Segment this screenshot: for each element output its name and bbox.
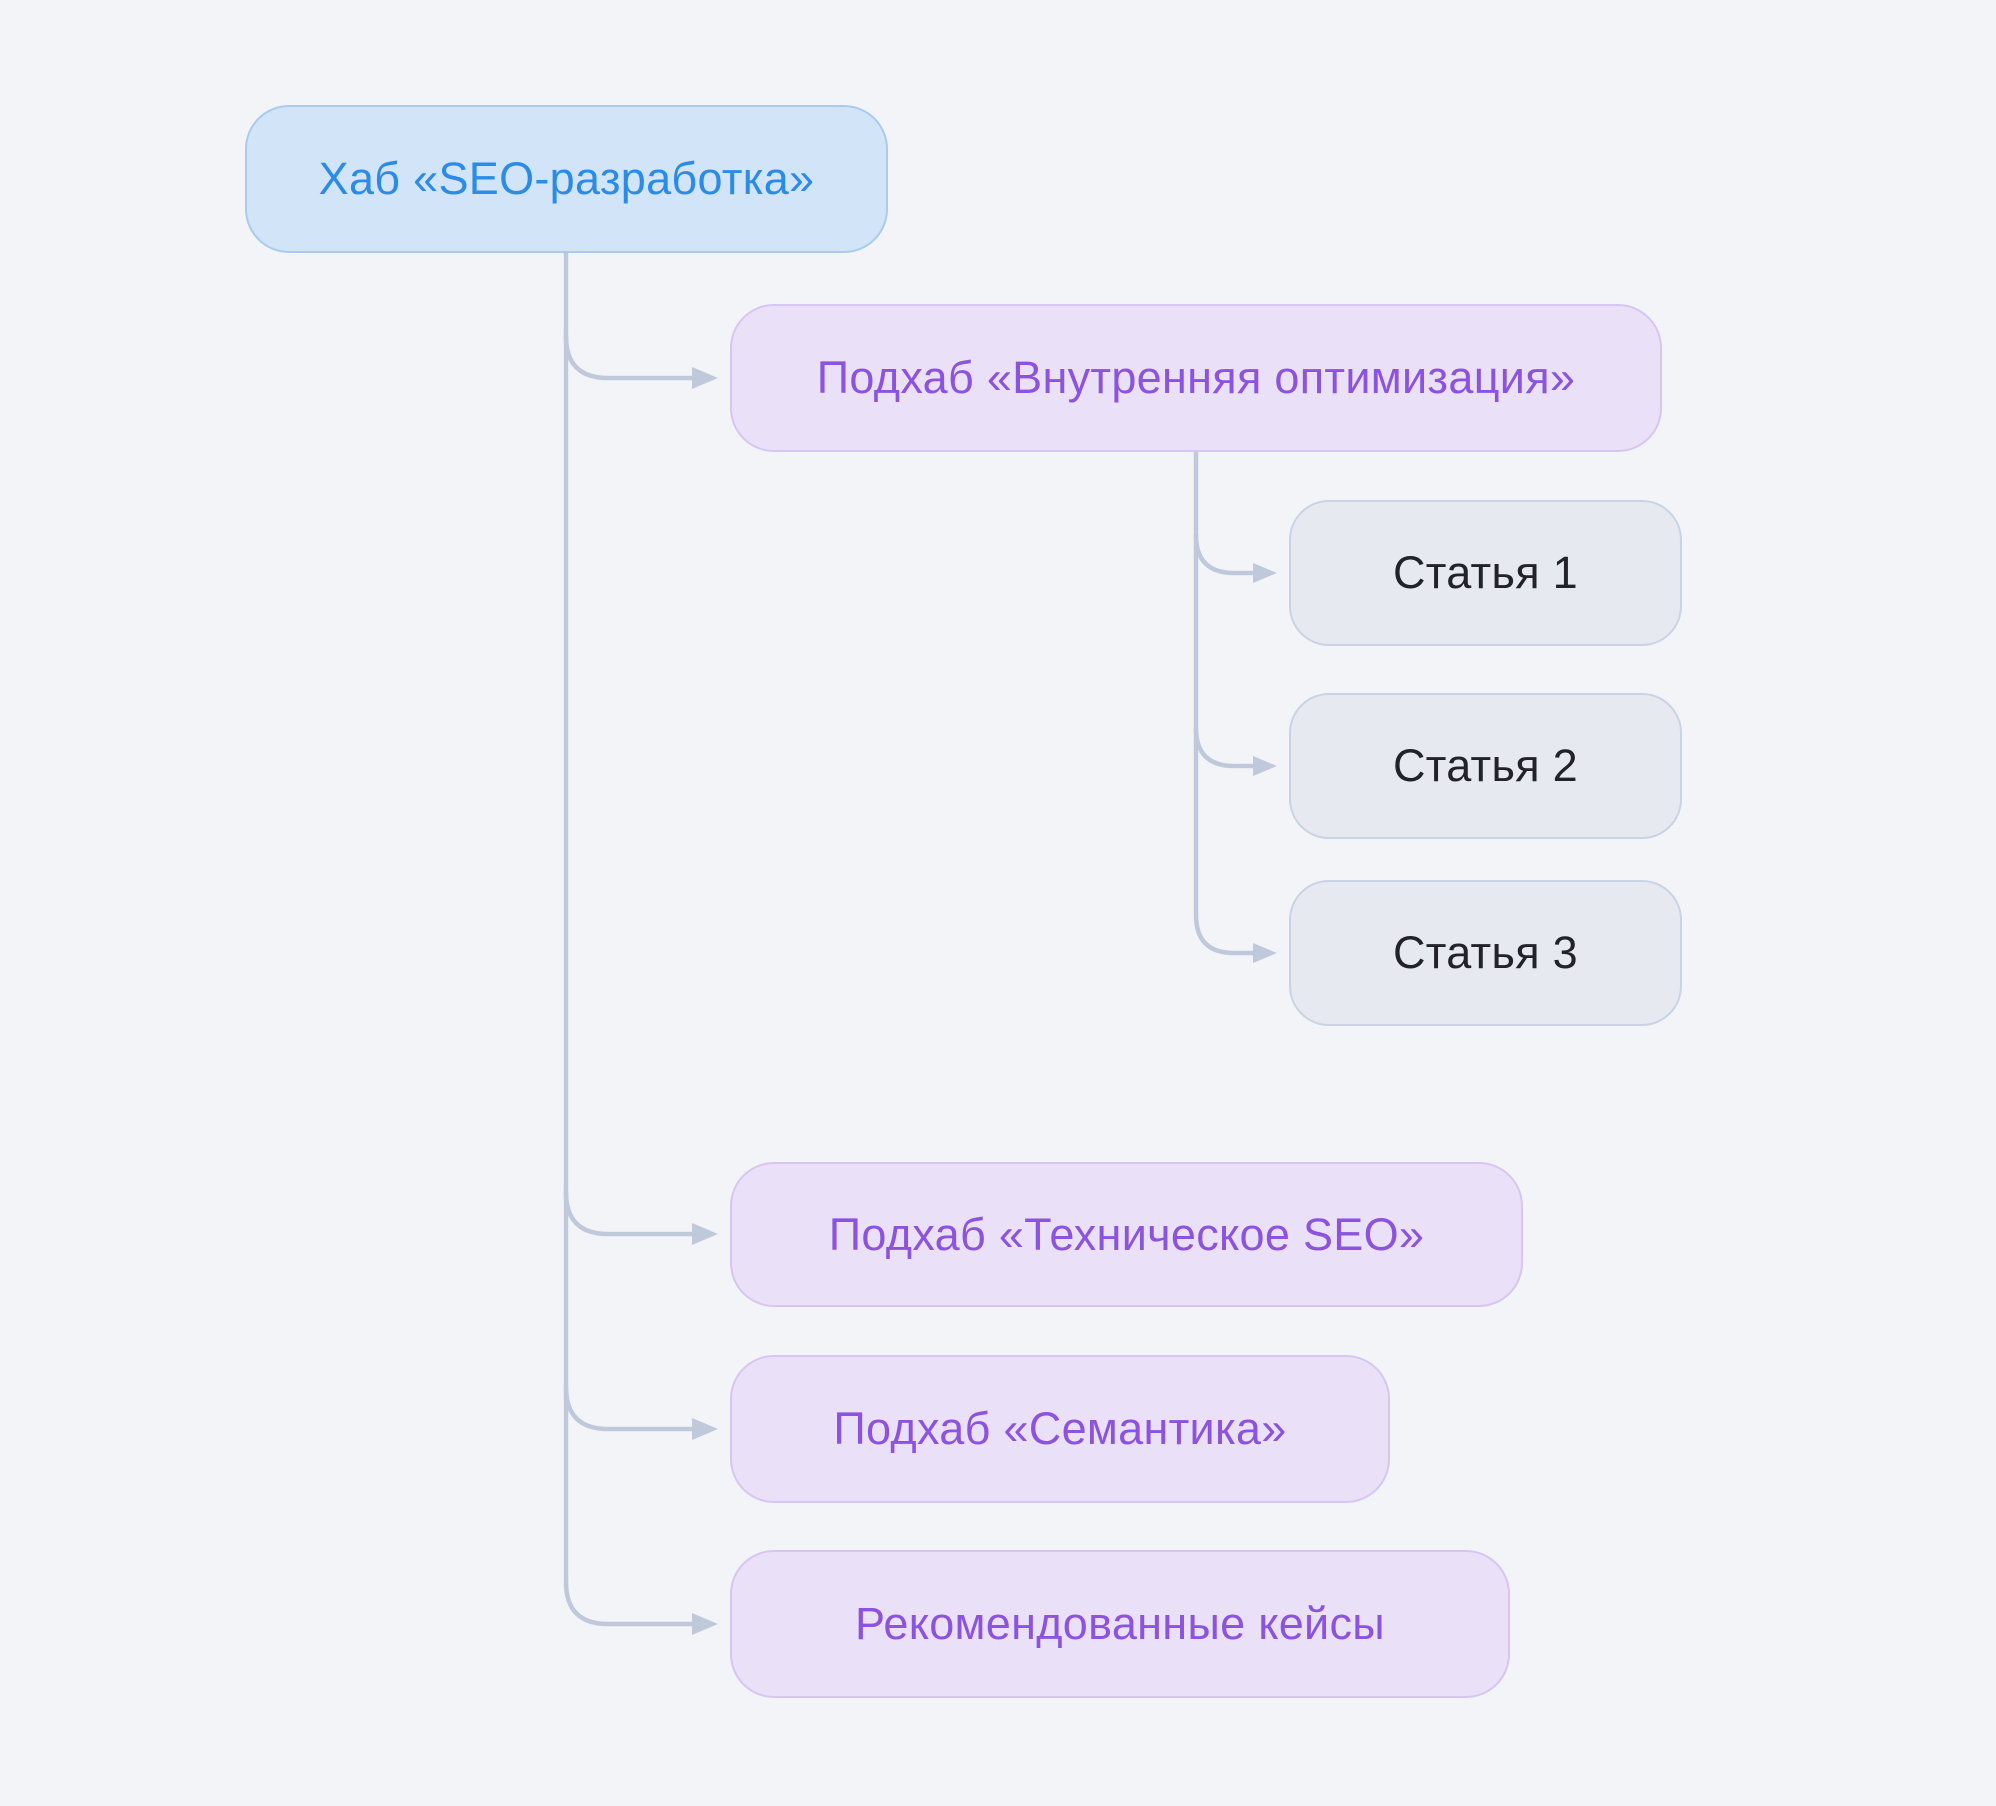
node-article-2-label: Статья 2 — [1393, 740, 1578, 791]
node-hub-label: Хаб «SEO-разработка» — [318, 153, 815, 204]
connector-subhub-internal-trunk — [1193, 449, 1256, 956]
arrowhead-article-1 — [1253, 563, 1277, 583]
connector-hub-to-subhub-internal — [563, 333, 695, 381]
node-subhub-semantics: Подхаб «Семантика» — [730, 1355, 1390, 1503]
connector-subhub-to-article-1 — [1193, 532, 1256, 576]
connector-hub-to-subhub-technical — [563, 1189, 695, 1237]
node-subhub-internal-label: Подхаб «Внутренняя оптимизация» — [816, 352, 1576, 403]
connector-subhub-to-article-2 — [1193, 725, 1256, 769]
node-article-1-label: Статья 1 — [1393, 547, 1578, 598]
node-recommended-cases: Рекомендованные кейсы — [730, 1550, 1510, 1698]
arrowhead-subhub-internal — [692, 367, 718, 389]
arrowhead-recommended-cases — [692, 1613, 718, 1635]
arrowhead-subhub-semantics — [692, 1418, 718, 1440]
arrowhead-article-3 — [1253, 943, 1277, 963]
arrowhead-subhub-technical — [692, 1223, 718, 1245]
node-article-2: Статья 2 — [1289, 693, 1682, 839]
node-article-1: Статья 1 — [1289, 500, 1682, 646]
node-article-3: Статья 3 — [1289, 880, 1682, 1026]
node-hub: Хаб «SEO-разработка» — [245, 105, 888, 253]
node-subhub-technical-label: Подхаб «Техническое SEO» — [828, 1208, 1425, 1260]
node-subhub-internal-optimization: Подхаб «Внутренняя оптимизация» — [730, 304, 1662, 452]
node-subhub-semantics-label: Подхаб «Семантика» — [833, 1403, 1287, 1454]
connector-hub-trunk — [563, 250, 695, 1627]
node-subhub-technical-seo: Подхаб «Техническое SEO» — [730, 1162, 1523, 1307]
node-article-3-label: Статья 3 — [1393, 927, 1578, 978]
node-recommended-cases-label: Рекомендованные кейсы — [855, 1598, 1385, 1649]
arrowhead-article-2 — [1253, 756, 1277, 776]
connector-hub-to-subhub-semantics — [563, 1384, 695, 1432]
